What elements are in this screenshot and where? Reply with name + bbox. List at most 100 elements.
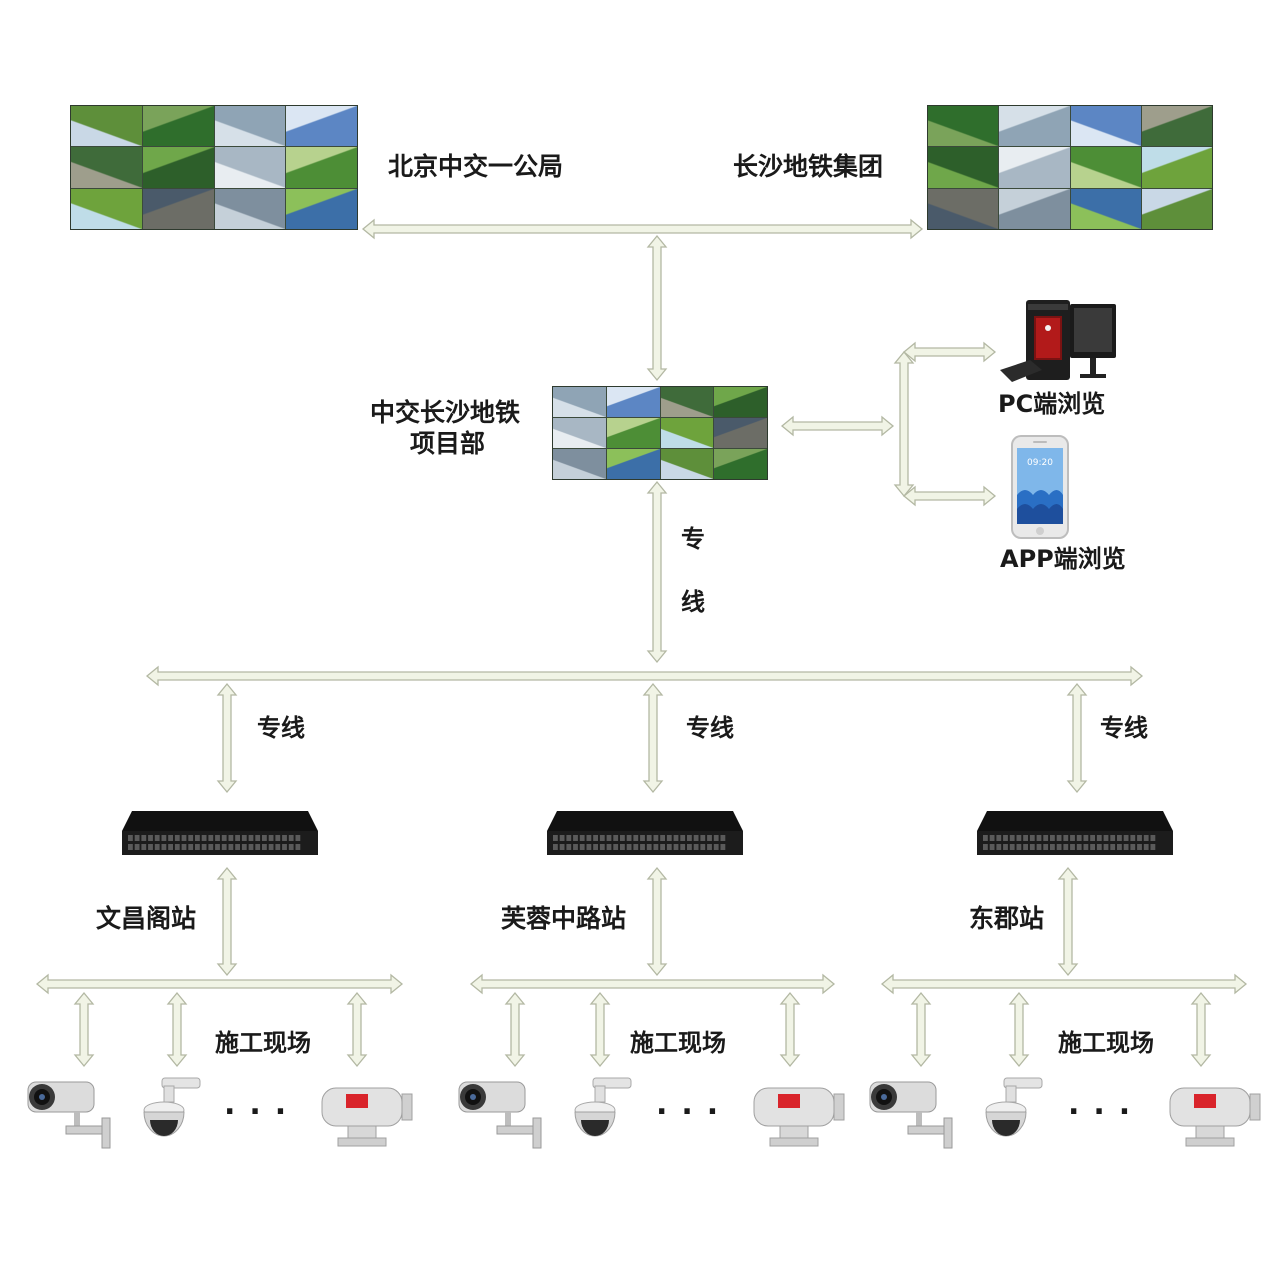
dedicated-line-label-1: 专线 (257, 714, 305, 742)
video-feed-thumbnail (71, 106, 142, 147)
arrow-camera-3-2 (1008, 991, 1030, 1068)
video-feed-thumbnail (1141, 147, 1212, 188)
arrow-camera-1-2 (166, 991, 188, 1068)
bullet-camera-icon-1 (22, 1078, 114, 1156)
video-feed-thumbnail (606, 418, 660, 448)
arrow-camera-2-2 (589, 991, 611, 1068)
video-feed-thumbnail (714, 418, 767, 448)
dedicated-line-vertical-1: 专 (681, 525, 705, 553)
dedicated-line-label-3: 专线 (1100, 714, 1148, 742)
video-feed-thumbnail (660, 387, 714, 417)
arrow-camera-2-1 (504, 991, 526, 1068)
ellipsis-2: ... (656, 1087, 733, 1122)
video-feed-thumbnail (1070, 188, 1141, 229)
video-feed-thumbnail (286, 106, 357, 147)
arrow-clients-vertical (893, 350, 915, 498)
arrow-station-bus-1 (35, 973, 404, 995)
video-feed-thumbnail (71, 147, 142, 188)
network-switch-icon-2 (547, 811, 743, 861)
video-feed-thumbnail (928, 147, 999, 188)
arrow-project-to-clients (780, 415, 895, 437)
video-feed-thumbnail (553, 387, 606, 417)
construction-site-label-3: 施工现场 (1058, 1029, 1154, 1057)
arrow-top-to-project (646, 234, 668, 382)
video-feed-thumbnail (214, 188, 286, 229)
phone-time-text: 09:20 (1027, 458, 1053, 468)
changsha-metro-group-label: 长沙地铁集团 (733, 152, 884, 181)
station-label-dongjun: 东郡站 (969, 904, 1045, 933)
video-feed-thumbnail (1070, 106, 1141, 147)
ellipsis-3: ... (1068, 1087, 1145, 1122)
video-feed-thumbnail (214, 106, 286, 147)
arrow-station-bus-2 (469, 973, 836, 995)
video-feed-thumbnail (660, 418, 714, 448)
video-feed-thumbnail (1141, 106, 1212, 147)
construction-site-label-1: 施工现场 (215, 1029, 311, 1057)
arrow-to-app (902, 485, 997, 507)
video-wall-icon-project-dept (552, 386, 768, 480)
arrow-main-bus (145, 665, 1144, 687)
arrow-switch-down-1 (216, 866, 238, 977)
ptz-camera-icon-1 (318, 1084, 416, 1152)
video-feed-thumbnail (928, 188, 999, 229)
beijing-company-label: 北京中交一公局 (388, 152, 564, 181)
arrow-camera-3-1 (910, 991, 932, 1068)
video-feed-thumbnail (71, 188, 142, 229)
ptz-camera-icon-3 (1166, 1084, 1264, 1152)
arrow-camera-3-3 (1190, 991, 1212, 1068)
smartphone-icon: 09:20 (1011, 435, 1069, 539)
network-switch-icon-3 (977, 811, 1173, 861)
arrow-to-pc (902, 341, 997, 363)
arrow-top-bus (361, 218, 924, 240)
pc-view-label: PC端浏览 (998, 390, 1106, 418)
video-feed-thumbnail (286, 147, 357, 188)
video-feed-thumbnail (999, 106, 1070, 147)
arrow-switch-down-3 (1057, 866, 1079, 977)
dome-camera-icon-3 (982, 1076, 1046, 1152)
video-feed-thumbnail (999, 188, 1070, 229)
video-wall-icon-changsha-metro (927, 105, 1213, 230)
construction-site-label-2: 施工现场 (630, 1029, 726, 1057)
video-feed-thumbnail (714, 387, 767, 417)
video-feed-thumbnail (714, 449, 767, 479)
video-feed-thumbnail (1141, 188, 1212, 229)
arrow-switch-down-2 (646, 866, 668, 977)
dedicated-line-label-2: 专线 (686, 714, 734, 742)
video-feed-thumbnail (214, 147, 286, 188)
app-view-label: APP端浏览 (1000, 545, 1126, 573)
arrow-station-bus-3 (880, 973, 1248, 995)
video-feed-thumbnail (286, 188, 357, 229)
ptz-camera-icon-2 (750, 1084, 848, 1152)
dome-camera-icon-2 (571, 1076, 635, 1152)
video-feed-thumbnail (142, 106, 214, 147)
arrow-branch-3 (1066, 682, 1088, 794)
arrow-camera-1-1 (73, 991, 95, 1068)
dedicated-line-vertical-2: 线 (681, 588, 705, 616)
video-feed-thumbnail (142, 188, 214, 229)
video-feed-thumbnail (1070, 147, 1141, 188)
dome-camera-icon-1 (140, 1076, 204, 1152)
bullet-camera-icon-3 (864, 1078, 956, 1156)
video-feed-thumbnail (606, 449, 660, 479)
desktop-pc-icon (1000, 300, 1116, 382)
station-label-wenchangge: 文昌阁站 (96, 904, 197, 933)
video-feed-thumbnail (606, 387, 660, 417)
video-feed-thumbnail (999, 147, 1070, 188)
video-feed-thumbnail (928, 106, 999, 147)
bullet-camera-icon-2 (453, 1078, 545, 1156)
ellipsis-1: ... (224, 1087, 301, 1122)
station-label-furong-zhonglu: 芙蓉中路站 (501, 904, 627, 933)
video-feed-thumbnail (553, 418, 606, 448)
arrow-camera-2-3 (779, 991, 801, 1068)
video-feed-thumbnail (142, 147, 214, 188)
video-feed-thumbnail (660, 449, 714, 479)
network-switch-icon-1 (122, 811, 318, 861)
project-dept-label-line1: 中交长沙地铁 (370, 398, 521, 427)
arrow-branch-1 (216, 682, 238, 794)
arrow-branch-2 (642, 682, 664, 794)
video-feed-thumbnail (553, 449, 606, 479)
arrow-camera-1-3 (346, 991, 368, 1068)
video-wall-icon-beijing (70, 105, 358, 230)
